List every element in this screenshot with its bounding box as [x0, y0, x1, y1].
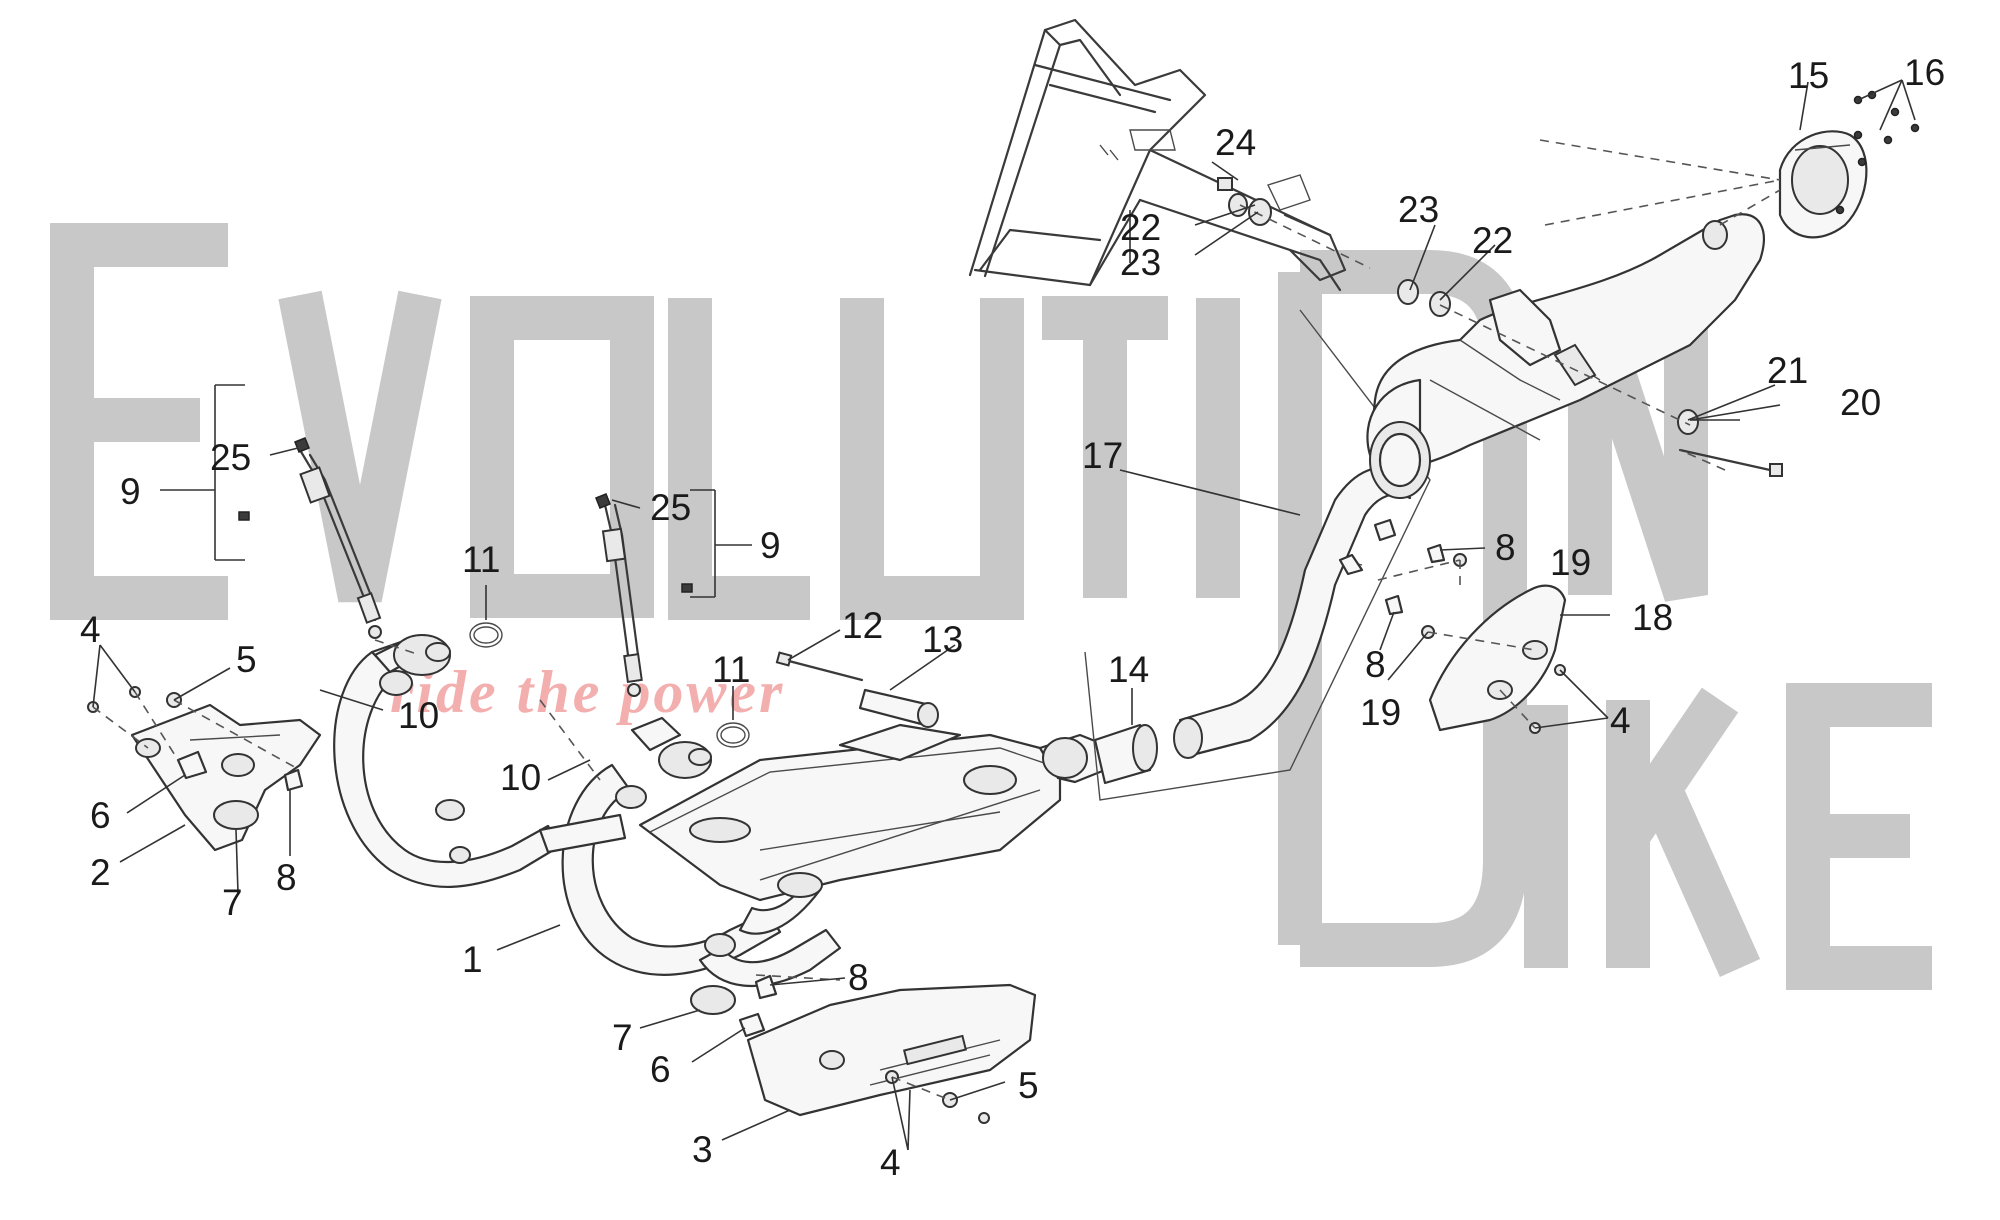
callout-21: 21 — [1767, 350, 1808, 391]
callout-22: 22 — [1120, 207, 1161, 248]
callout-5: 5 — [236, 639, 257, 680]
muffler-end-cap-15 — [1778, 130, 1868, 239]
muffler-heat-shield-18 — [1428, 584, 1567, 732]
lambda-sensor-left — [294, 437, 382, 639]
callout-18: 18 — [1632, 597, 1673, 638]
callout-15: 15 — [1788, 55, 1829, 96]
watermark-tagline: ride the power — [390, 659, 785, 725]
callout-leaders — [92, 79, 1916, 1151]
callout-4: 4 — [880, 1142, 901, 1183]
gasket-ring-left-inner — [473, 626, 499, 644]
clamp-set-left — [176, 750, 304, 830]
callout-19: 19 — [1360, 692, 1401, 733]
gasket-ring-right-inner — [720, 726, 746, 744]
watermark-letters — [50, 223, 1932, 990]
callout-25: 25 — [210, 437, 251, 478]
rear-subframe — [968, 18, 1347, 292]
callout-11: 11 — [712, 649, 750, 690]
callout-24: 24 — [1215, 122, 1256, 163]
callout-9: 9 — [120, 471, 141, 512]
callout-22: 22 — [1472, 220, 1513, 261]
coupling-sleeve-14 — [1093, 723, 1158, 785]
callout-16: 16 — [1904, 52, 1945, 93]
gasket-ring-right — [716, 722, 750, 748]
callout-19: 19 — [1550, 542, 1591, 583]
callout-23: 23 — [1120, 242, 1161, 283]
callout-12: 12 — [842, 605, 883, 646]
callout-1: 1 — [462, 939, 483, 980]
callout-8: 8 — [1365, 644, 1386, 685]
callout-14: 14 — [1108, 649, 1149, 690]
callout-25: 25 — [650, 487, 691, 528]
sensor-marker-right — [681, 583, 693, 593]
callout-5: 5 — [1018, 1065, 1039, 1106]
callout-3: 3 — [692, 1129, 713, 1170]
heat-shield-left — [130, 703, 322, 852]
callout-8: 8 — [276, 857, 297, 898]
callout-8: 8 — [1495, 527, 1516, 568]
callout-7: 7 — [222, 882, 243, 923]
callout-10: 10 — [398, 695, 439, 736]
callout-4: 4 — [80, 609, 101, 650]
callout-17: 17 — [1082, 435, 1123, 476]
callout-6: 6 — [90, 795, 111, 836]
callout-11: 11 — [462, 539, 500, 580]
lambda-sensor-right — [595, 493, 643, 697]
sensor-marker-left — [238, 511, 250, 521]
callout-labels: 1 2 3 4 4 4 5 5 6 6 7 7 8 8 8 8 9 9 10 1… — [80, 52, 1945, 1183]
callout-9: 9 — [760, 525, 781, 566]
gasket-ring-left — [469, 622, 503, 648]
spacer-13 — [858, 688, 939, 728]
fasteners-lower — [885, 1070, 990, 1124]
mounting-bolt-12 — [775, 651, 864, 682]
callout-7: 7 — [612, 1017, 633, 1058]
callout-2: 2 — [90, 852, 111, 893]
clamp-set-lower — [690, 974, 778, 1038]
callout-10: 10 — [500, 757, 541, 798]
heat-shield-lower — [746, 983, 1037, 1117]
callout-6: 6 — [650, 1049, 671, 1090]
callout-4: 4 — [1610, 700, 1631, 741]
callout-13: 13 — [922, 619, 963, 660]
exhaust-header-pipes — [333, 634, 842, 988]
catalyst-box — [638, 723, 1107, 935]
callout-20: 20 — [1840, 382, 1881, 423]
callout-23: 23 — [1398, 189, 1439, 230]
assembly-dash-lines — [92, 139, 1781, 1101]
callout-8: 8 — [848, 957, 869, 998]
hanger-hardware — [1217, 177, 1783, 477]
